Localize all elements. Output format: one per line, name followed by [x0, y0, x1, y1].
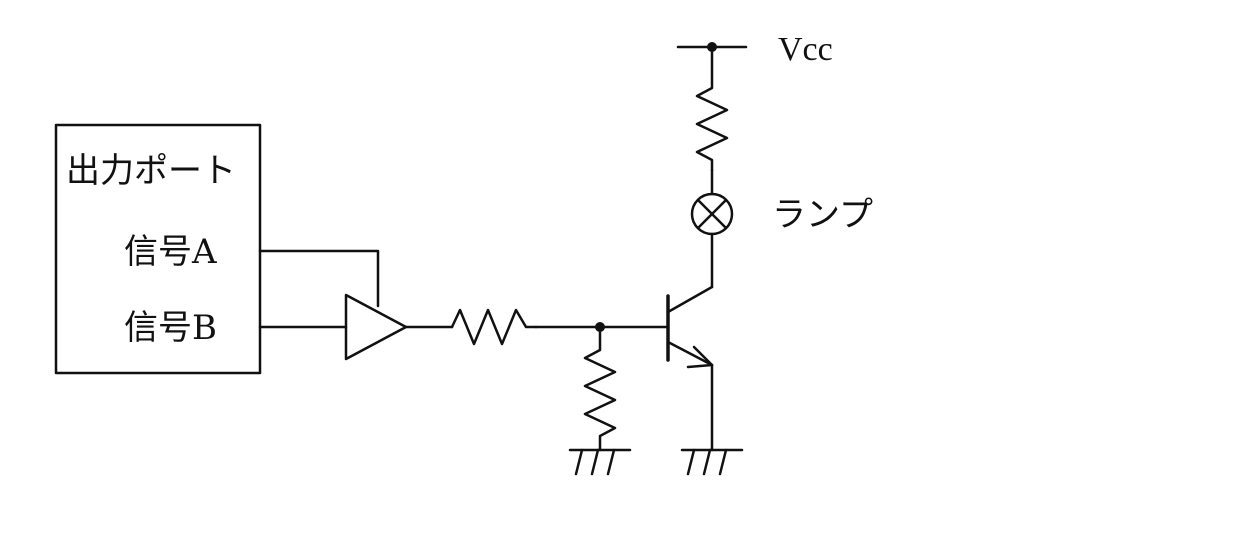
- base-resistor: [450, 308, 538, 346]
- signal-b-label: 信号B: [124, 308, 217, 348]
- signal-a-label: 信号A: [124, 232, 217, 272]
- npn-transistor: [666, 285, 714, 369]
- pulldown-resistor: [583, 325, 617, 452]
- signal-a-wire: [258, 249, 380, 308]
- logic-gate-buffer: [344, 293, 408, 361]
- collector-resistor: [695, 45, 729, 172]
- ground-symbol-right: [680, 448, 744, 476]
- lamp-symbol: [690, 192, 734, 236]
- output-port-title: 出力ポート: [66, 151, 236, 191]
- output-port-box: [54, 123, 262, 375]
- ground-symbol-left: [568, 448, 632, 476]
- vcc-label: Vcc: [778, 31, 833, 68]
- lamp-label: ランプ: [772, 195, 873, 235]
- junction-dot-base: [595, 322, 605, 332]
- junction-dot-vcc: [707, 42, 717, 52]
